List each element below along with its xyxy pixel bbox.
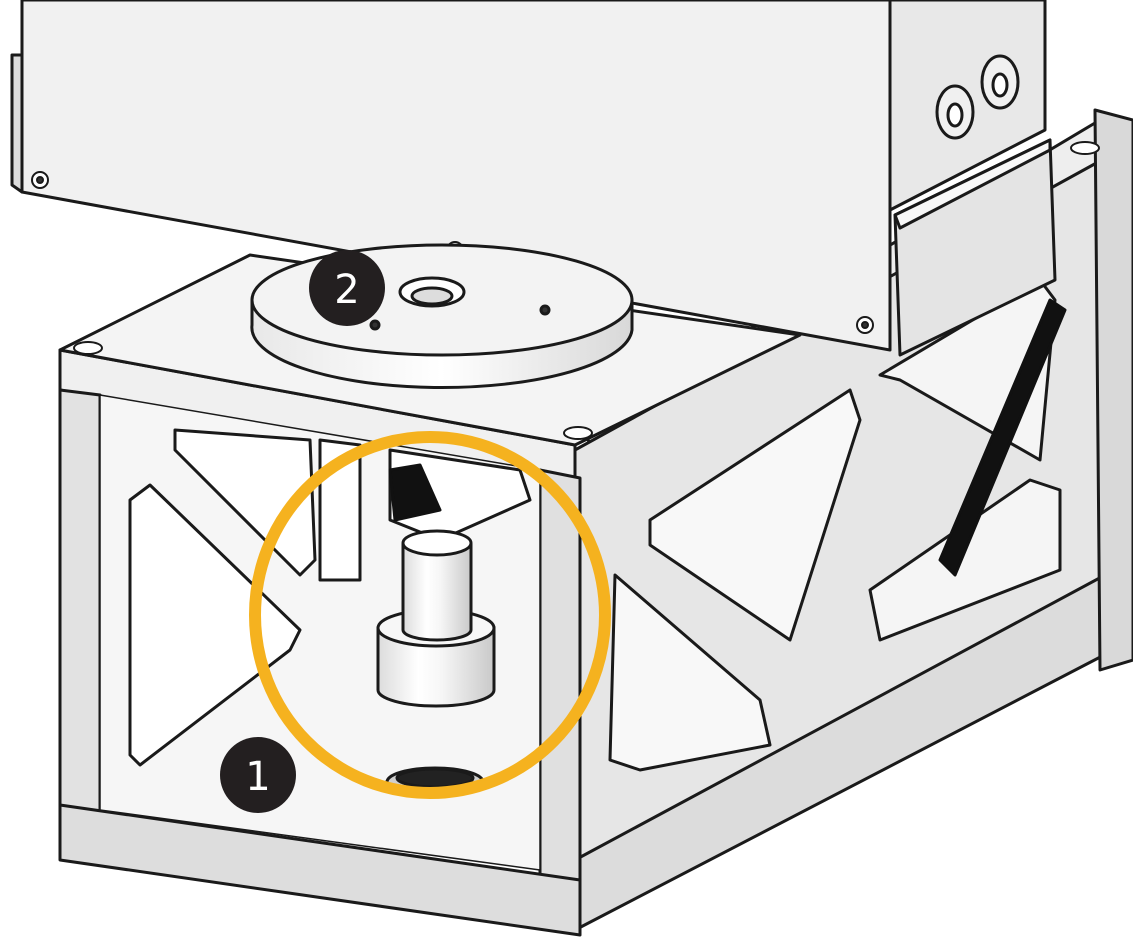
screw-head-icon xyxy=(563,426,593,440)
locating-pin xyxy=(376,529,496,798)
highlight-ring-icon xyxy=(249,431,611,799)
upper-housing xyxy=(10,0,1057,357)
callout-badge-2: 2 xyxy=(309,250,385,326)
callout-badge-1: 1 xyxy=(220,737,296,813)
screw-head-icon xyxy=(1070,141,1100,155)
screw-head-icon xyxy=(946,102,964,128)
frame-right-cutouts xyxy=(608,278,1067,772)
callout-label-2: 2 xyxy=(334,267,359,313)
rotary-disc xyxy=(250,243,634,390)
frame-left-cutouts xyxy=(128,428,532,767)
housing-screws xyxy=(935,54,1020,140)
screw-head-icon xyxy=(73,341,103,355)
callout-label-1: 1 xyxy=(245,754,270,800)
screw-head-icon xyxy=(861,321,869,329)
screw-head-icon xyxy=(36,176,44,184)
screw-head-icon xyxy=(991,72,1009,98)
